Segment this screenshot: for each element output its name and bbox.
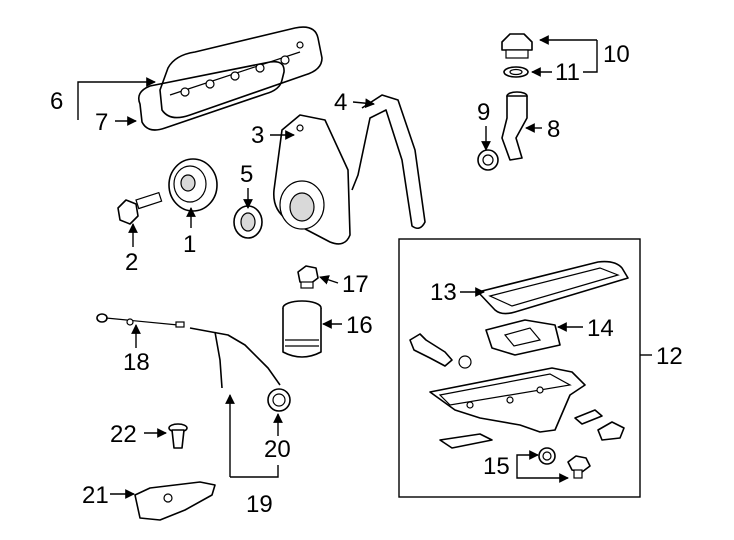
- callout-1: 1: [183, 231, 196, 258]
- pan-cover-plate: [439, 433, 493, 449]
- pan-bracket-right: [597, 421, 625, 441]
- oil-filler-cap: [501, 33, 533, 59]
- crankshaft-pulley: [168, 158, 218, 212]
- callout-15: 15: [483, 453, 510, 480]
- callout-8: 8: [547, 116, 560, 143]
- oil-pan: [429, 367, 586, 433]
- callout-17: 17: [342, 271, 369, 298]
- pan-bracket-left: [574, 409, 603, 425]
- dipstick-tube-seal: [267, 388, 291, 412]
- callout-6: 6: [50, 88, 63, 115]
- callout-14: 14: [587, 315, 614, 342]
- callout-20: 20: [264, 436, 291, 463]
- oil-level-sensor: [409, 333, 472, 369]
- retainer-clip: [168, 423, 188, 449]
- front-seal: [233, 205, 263, 239]
- callout-2: 2: [125, 249, 138, 276]
- callout-12: 12: [656, 343, 683, 370]
- callout-7: 7: [95, 109, 108, 136]
- callout-5: 5: [240, 161, 253, 188]
- dipstick-tube: [189, 327, 281, 389]
- callout-22: 22: [110, 421, 137, 448]
- callout-11: 11: [555, 59, 580, 86]
- oil-pan-group-frame: [398, 238, 641, 498]
- callout-4: 4: [334, 89, 347, 116]
- filler-cap-seal: [503, 66, 529, 78]
- callout-13: 13: [430, 279, 457, 306]
- oil-filter-adapter: [297, 265, 319, 289]
- callout-19: 19: [246, 491, 273, 518]
- callout-3: 3: [251, 122, 264, 149]
- callout-18: 18: [123, 349, 150, 376]
- filler-tube-o-ring: [477, 149, 499, 171]
- callout-21: 21: [82, 482, 109, 509]
- oil-filter: [282, 300, 322, 358]
- valve-cover: [159, 26, 323, 119]
- pulley-bolt: [117, 191, 163, 225]
- oil-dipstick: [96, 313, 185, 328]
- oil-pan-shield: [134, 481, 216, 521]
- valve-cover-gasket: [137, 60, 285, 131]
- timing-cover-gasket: [351, 94, 426, 230]
- callout-16: 16: [346, 312, 373, 339]
- oil-filler-tube: [501, 91, 528, 161]
- timing-cover: [272, 114, 351, 245]
- callout-numbers: 1 2 3 4 5 6 7 8 9 10 11 12 13 14 15 16 1…: [50, 41, 683, 518]
- oil-drain-plug: [567, 455, 591, 479]
- drain-plug-seal: [538, 447, 556, 465]
- oil-pan-gasket: [477, 260, 629, 315]
- callout-9: 9: [477, 99, 490, 126]
- oil-pan-baffle: [485, 319, 561, 356]
- leader-lines: [77, 35, 652, 499]
- callout-10: 10: [603, 41, 630, 68]
